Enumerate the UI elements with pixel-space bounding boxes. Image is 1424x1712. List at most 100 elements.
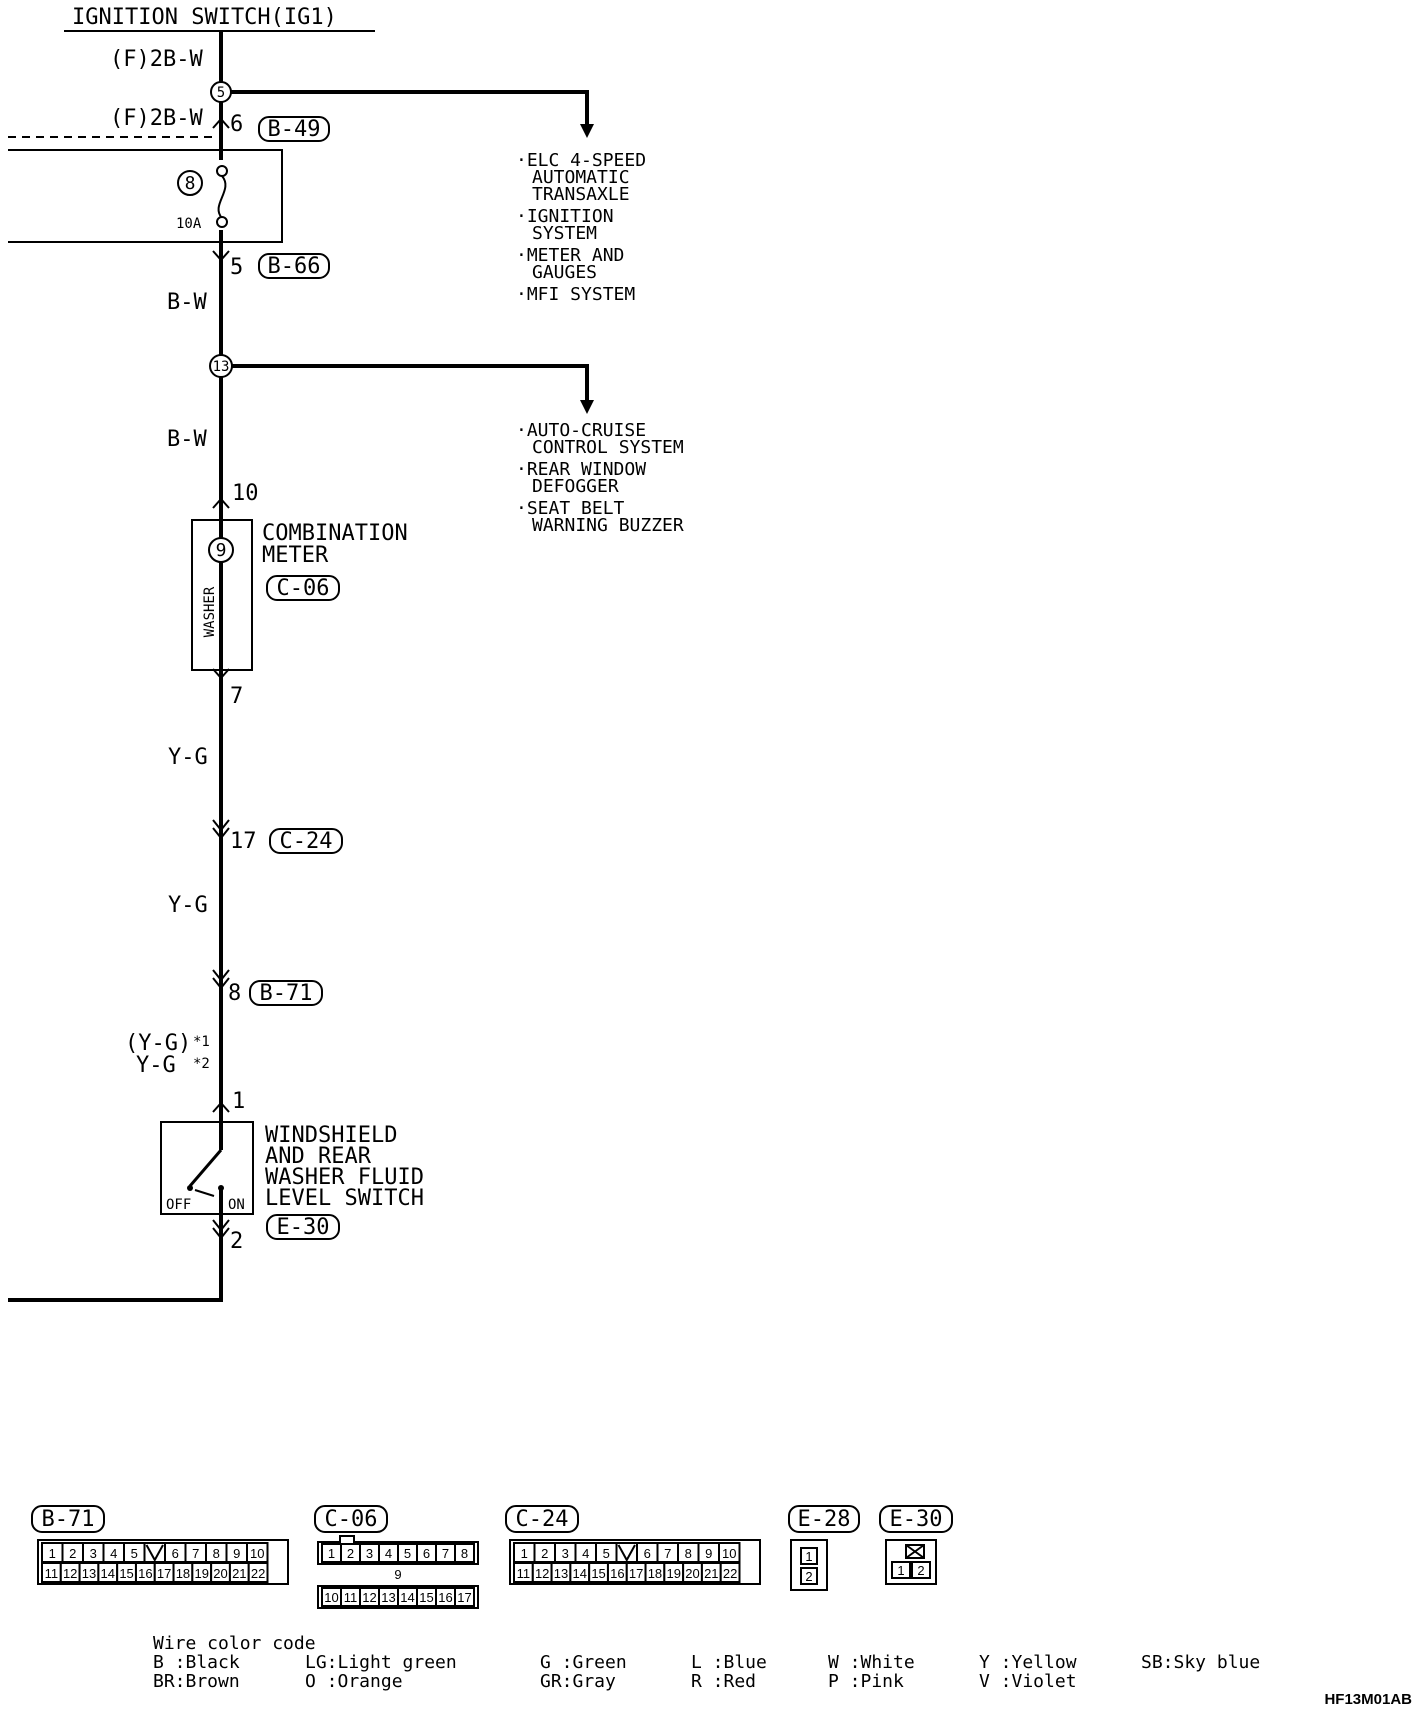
color-code-pink: P :Pink (828, 1671, 904, 1692)
color-code-title: Wire color code (153, 1633, 316, 1654)
connector-view-c06-pin-r3-7: 17 (457, 1590, 471, 1605)
figure-code: HF13M01AB (1324, 1691, 1412, 1708)
connector-c-06-tag: C-06 (266, 575, 340, 601)
connector-view-c24-pin-r2-8: 19 (666, 1566, 680, 1581)
connector-c-24-tag: C-24 (269, 828, 343, 854)
connector-view-c-06-label: C-06 (325, 1507, 378, 1532)
color-code-violet: V :Violet (979, 1671, 1077, 1692)
wire-label-yg-2: Y-G (168, 893, 208, 918)
color-code-green: G :Green (540, 1652, 627, 1673)
dest-ignition-line2: SYSTEM (532, 223, 597, 244)
connector-view-c-06-pin-9: 9 (394, 1567, 401, 1582)
connector-view-b71-pin-r2-3: 14 (101, 1566, 115, 1581)
junction-13-circle (209, 354, 233, 378)
color-code-blue: L :Blue (691, 1652, 767, 1673)
branch-2-arrow (580, 400, 594, 414)
connector-view-c24-pin-r2-10: 21 (704, 1566, 718, 1581)
switch-blade (188, 1149, 223, 1187)
wire-label-bw-1: B-W (167, 290, 207, 315)
connector-view-c06-pin-r3-2: 12 (362, 1590, 376, 1605)
connector-view-c06-pin-r3-6: 16 (438, 1590, 452, 1605)
fuse-rating: 10A (176, 216, 202, 232)
connector-view-e-30-pin-2-cell (911, 1561, 931, 1579)
connector-b-71-label: B-71 (260, 981, 313, 1006)
connector-view-b71-pin-r2-0: 11 (45, 1566, 59, 1581)
connector-view-b71-pin-r2-1: 12 (63, 1566, 77, 1581)
connector-view-e-28-pin-2-cell (800, 1567, 818, 1585)
variant-note-1: *1 (193, 1034, 210, 1050)
washer-indicator-number: 9 (216, 540, 227, 561)
connector-view-b71-pin-r1-4: 5 (131, 1546, 138, 1561)
dest-elc-line3: TRANSAXLE (532, 184, 630, 205)
fuse-terminal-bottom (216, 216, 228, 228)
connector-view-b71-pin-r1-9: 9 (233, 1546, 240, 1561)
connector-view-e-28-pin-1: 1 (805, 1549, 812, 1564)
connector-view-c06-pin-r3-5: 15 (419, 1590, 433, 1605)
connector-view-c06-pin-r1-7: 8 (461, 1546, 468, 1561)
color-code-sky-blue: SB:Sky blue (1141, 1652, 1260, 1673)
switch-off-contact (187, 1185, 193, 1191)
connector-view-c-06-tag (314, 1505, 388, 1533)
junction-5-circle (210, 81, 232, 103)
terminal-1: 1 (232, 1089, 245, 1114)
connector-view-b71-pin-r2-8: 19 (194, 1566, 208, 1581)
connector-view-b71-pin-r2-4: 15 (119, 1566, 133, 1581)
connector-view-e-30: E-30 1 2 (879, 1505, 953, 1585)
connector-view-c24-pin-r2-7: 18 (648, 1566, 662, 1581)
connector-view-c24-pin-r1-2: 3 (562, 1546, 569, 1561)
combination-meter-name-line2: METER (262, 543, 329, 568)
switch-on-contact (218, 1185, 224, 1191)
combination-meter: 9 WASHER COMBINATION METER (191, 519, 408, 671)
connector-view-c-24-label: C-24 (516, 1507, 569, 1532)
dest-ignition-line1: ·IGNITION (516, 206, 614, 227)
switch-on-label: ON (228, 1197, 245, 1213)
connector-view-b-71-tag (31, 1505, 105, 1533)
fuse-8: 8 10A (176, 160, 231, 232)
connector-view-b71-pin-r1-8: 8 (213, 1546, 220, 1561)
connector-c-06-outline (266, 575, 340, 601)
dest-meter-line2: GAUGES (532, 262, 597, 283)
branch-1-destinations: ·ELC 4-SPEED AUTOMATIC TRANSAXLE ·IGNITI… (516, 150, 646, 305)
terminal-6: 6 (230, 112, 243, 137)
connector-view-e-28-pin-1-cell (800, 1547, 818, 1565)
connector-view-c24-pin-r1-10: 10 (722, 1546, 736, 1561)
terminal-mark-1 (212, 250, 230, 262)
connector-c-06-label: C-06 (277, 576, 330, 601)
connector-view-c06-pin-r3-4: 14 (400, 1590, 414, 1605)
fuse-number-circle (177, 170, 203, 196)
terminal-17: 17 (230, 829, 257, 854)
connector-view-b71-pin-r1-6: 6 (172, 1546, 179, 1561)
connector-view-b71-pin-r2-11-cell (247, 1562, 269, 1583)
branch-2-destinations: ·AUTO-CRUISE CONTROL SYSTEM ·REAR WINDOW… (516, 420, 684, 536)
terminal-mark-3 (212, 668, 230, 680)
dest-elc-line2: AUTOMATIC (532, 167, 630, 188)
terminal-7: 7 (230, 684, 243, 709)
connector-view-c24-pin-r1-6: 6 (644, 1546, 651, 1561)
connector-view-b71-pin-r2-9: 20 (213, 1566, 227, 1581)
color-code-light-green: LG:Light green (305, 1652, 457, 1673)
connector-view-e-30-pin-1: 1 (897, 1563, 904, 1578)
connector-view-c24-pin-r2-6: 17 (629, 1566, 643, 1581)
connector-view-b71-pin-r2-5: 16 (138, 1566, 152, 1581)
connector-b-66-outline (258, 253, 330, 279)
connector-view-c24-pin-r1-0: 1 (521, 1546, 528, 1561)
wire-label-yg-variant-1: (Y-G) (125, 1031, 191, 1056)
junction-block-outline (8, 149, 283, 243)
connector-view-c06-pin-r3-0: 10 (324, 1590, 338, 1605)
connector-view-c24-pin-r2-11: 22 (723, 1566, 737, 1581)
connector-b-71-tag: B-71 (249, 980, 323, 1006)
dest-elc-line1: ·ELC 4-SPEED (516, 150, 646, 171)
connector-view-b71-pin-r1-1: 2 (69, 1546, 76, 1561)
terminal-mark-0 (212, 117, 230, 129)
color-code-gray: GR:Gray (540, 1671, 616, 1692)
switch-name-line3: WASHER FLUID (265, 1165, 424, 1190)
connector-view-c24-pin-r1-7: 7 (664, 1546, 671, 1561)
connector-c-24-label: C-24 (280, 829, 333, 854)
connector-view-b71-pin-r1-3: 4 (110, 1546, 117, 1561)
dest-autocruise-line1: ·AUTO-CRUISE (516, 420, 646, 441)
junction-5-number: 5 (217, 85, 225, 101)
connector-view-c24-pin-r1-9: 9 (705, 1546, 712, 1561)
connector-view-e-28-tag (788, 1505, 860, 1533)
connector-view-c06-pin-r3-7-cell (454, 1587, 475, 1607)
